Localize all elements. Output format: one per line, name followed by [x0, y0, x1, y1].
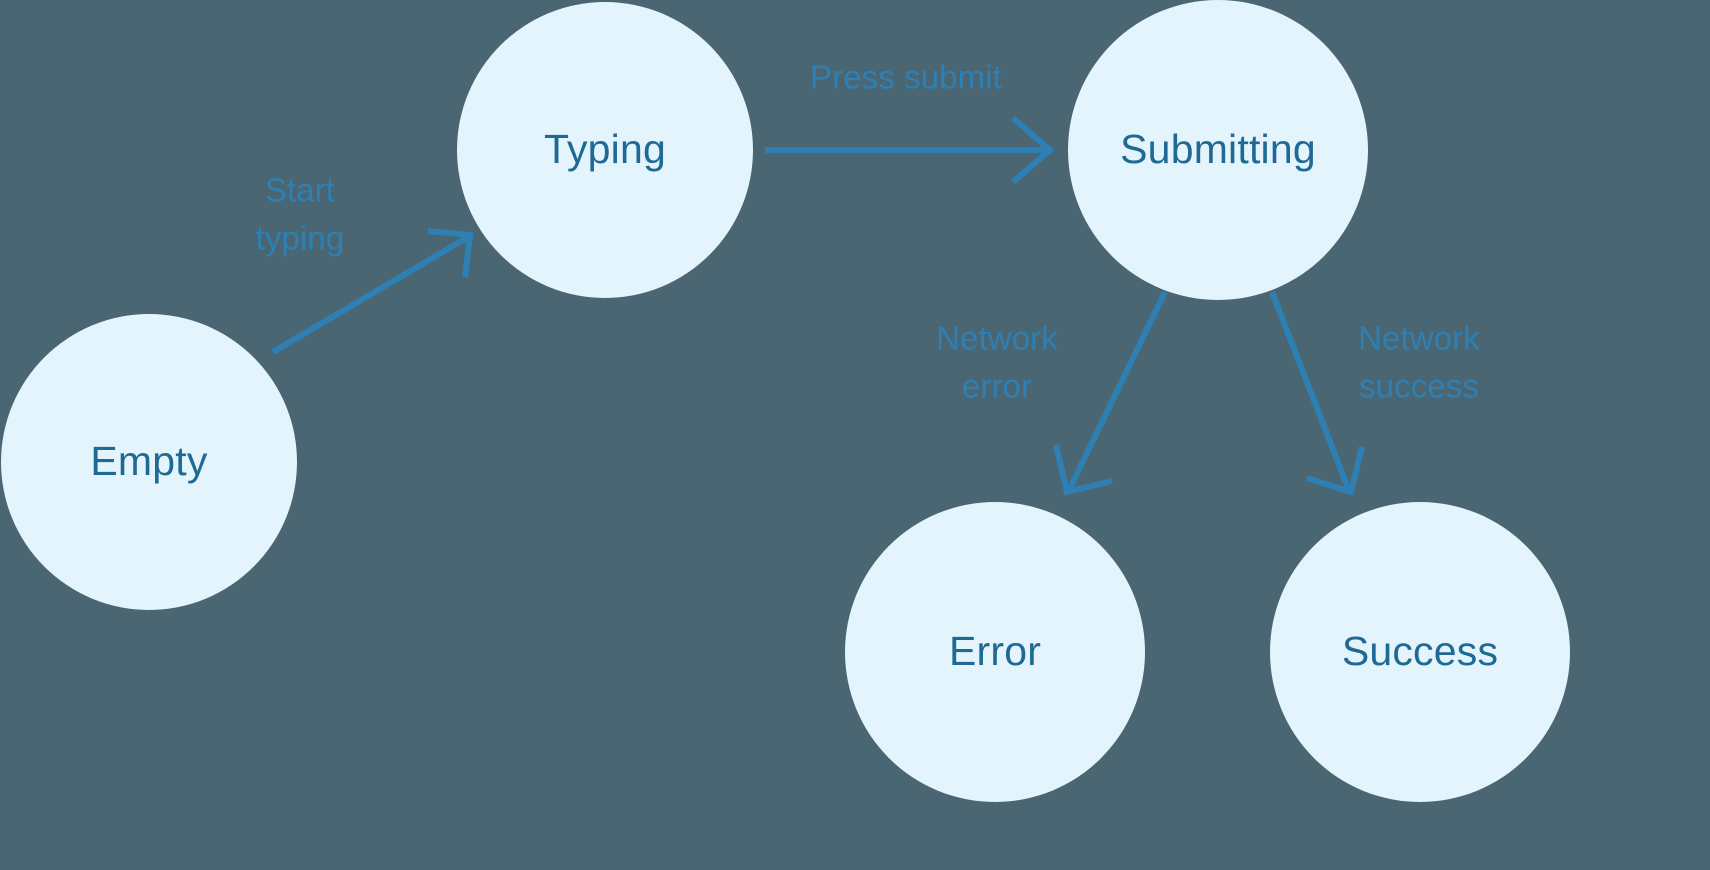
- edge-submitting-to-success[interactable]: Network success: [1269, 290, 1480, 496]
- edge-line-submitting-to-error: [1067, 290, 1168, 490]
- state-node-empty[interactable]: Empty: [1, 314, 297, 610]
- edge-line-submitting-to-success: [1269, 290, 1351, 490]
- state-node-submitting[interactable]: Submitting: [1068, 0, 1368, 300]
- arrowhead-empty-to-typing: [427, 228, 474, 278]
- state-node-error[interactable]: Error: [845, 502, 1145, 802]
- edge-line-empty-to-typing: [271, 234, 470, 355]
- edge-label-empty-to-typing-line1: Start: [265, 172, 335, 209]
- edge-label-submitting-to-error-line2: error: [962, 368, 1032, 405]
- state-node-success-label: Success: [1342, 628, 1498, 674]
- arrowhead-submitting-to-error: [1053, 444, 1113, 496]
- arrowhead-submitting-to-success: [1306, 446, 1365, 496]
- edge-label-submitting-to-success-line2: success: [1359, 368, 1479, 405]
- edge-empty-to-typing[interactable]: Start typing: [256, 172, 474, 355]
- state-node-success[interactable]: Success: [1270, 502, 1570, 802]
- state-node-empty-circle: [1, 314, 297, 610]
- state-node-empty-label: Empty: [90, 438, 207, 484]
- state-node-typing-circle: [457, 2, 753, 298]
- edge-label-typing-to-submitting-line1: Press submit: [810, 59, 1002, 96]
- edge-label-submitting-to-success-line1: Network: [1358, 320, 1480, 357]
- arrowhead-typing-to-submitting: [1011, 115, 1055, 185]
- edge-label-submitting-to-error-line1: Network: [936, 320, 1058, 357]
- state-node-error-circle: [845, 502, 1145, 802]
- edge-label-empty-to-typing-line2: typing: [256, 220, 345, 257]
- edge-typing-to-submitting[interactable]: Press submit: [765, 59, 1055, 185]
- state-node-submitting-label: Submitting: [1120, 126, 1316, 172]
- state-node-typing[interactable]: Typing: [457, 2, 753, 298]
- state-node-typing-label: Typing: [544, 126, 666, 172]
- state-node-submitting-circle: [1068, 0, 1368, 300]
- state-node-success-circle: [1270, 502, 1570, 802]
- edge-submitting-to-error[interactable]: Network error: [936, 290, 1168, 496]
- state-node-error-label: Error: [949, 628, 1041, 674]
